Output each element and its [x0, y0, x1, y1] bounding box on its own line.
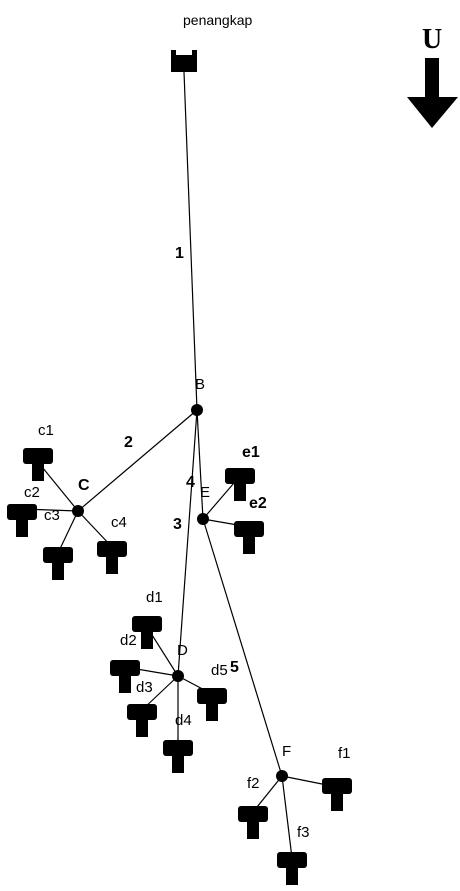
catcher-icon: [171, 50, 197, 72]
trap-d5-icon: [197, 688, 227, 721]
trap-c4-label: c4: [111, 514, 127, 531]
trap-d3-label: d3: [136, 679, 153, 696]
node-b-dot: [191, 404, 203, 416]
trap-c3-icon: [43, 547, 73, 580]
node-b-label: B: [195, 376, 205, 393]
north-label: U: [422, 24, 442, 55]
trap-e2-label: e2: [249, 495, 267, 512]
trap-c3-label: c3: [44, 507, 60, 524]
trap-f1-icon: [322, 778, 352, 811]
trap-c2-label: c2: [24, 484, 40, 501]
node-d-label: D: [177, 642, 188, 659]
node-c-label: C: [78, 477, 90, 494]
line-f-f3: [281, 775, 293, 859]
trap-f3-icon: [277, 852, 307, 885]
node-e-dot: [197, 513, 209, 525]
trap-c1-label: c1: [38, 422, 54, 439]
line-b-d: [177, 409, 198, 677]
trap-f2-icon: [238, 806, 268, 839]
trap-c2-icon: [7, 504, 37, 537]
trap-e2-icon: [234, 521, 264, 554]
node-f-label: F: [282, 743, 291, 760]
trap-d4-label: d4: [175, 712, 192, 729]
node-c-dot: [72, 505, 84, 517]
line-c-c1: [37, 461, 79, 512]
segment-4-label: 4: [186, 474, 195, 491]
segment-1-label: 1: [175, 245, 184, 262]
node-d-dot: [172, 670, 184, 682]
trap-f3-label: f3: [297, 824, 310, 841]
trap-e1-label: e1: [242, 444, 260, 461]
node-e-label: E: [200, 484, 210, 501]
trap-d3-icon: [127, 704, 157, 737]
line-catcher-b: [183, 71, 198, 411]
trap-d1-label: d1: [146, 589, 163, 606]
catcher-label: penangkap: [183, 12, 253, 28]
trap-d4-icon: [163, 740, 193, 773]
trap-d2-label: d2: [120, 632, 137, 649]
trap-f2-label: f2: [247, 775, 260, 792]
node-f-dot: [276, 770, 288, 782]
trap-c1-icon: [23, 448, 53, 481]
line-b-c: [77, 409, 198, 512]
north-arrow-icon: [407, 58, 458, 128]
segment-3-label: 3: [173, 516, 182, 533]
line-e-f: [202, 518, 283, 777]
segment-5-label: 5: [230, 659, 239, 676]
line-c-c3: [57, 510, 79, 554]
line-b-e: [196, 409, 204, 520]
trap-c4-icon: [97, 541, 127, 574]
junction-nodes: [72, 404, 288, 782]
trap-f1-label: f1: [338, 745, 351, 762]
trap-d5-label: d5: [211, 662, 228, 679]
segment-2-label: 2: [124, 434, 133, 451]
